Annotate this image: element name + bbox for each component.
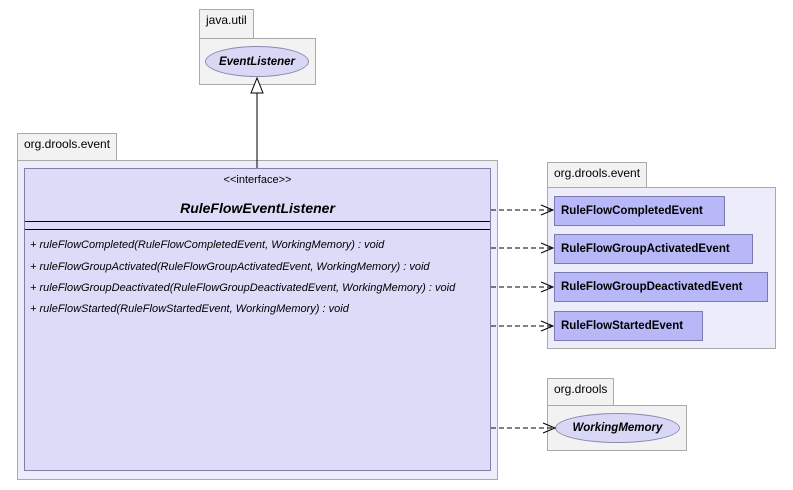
class-rule-flow-completed-event[interactable]: RuleFlowCompletedEvent xyxy=(554,196,725,226)
class-name: RuleFlowGroupActivatedEvent xyxy=(561,243,730,255)
package-tab-org-drools-event-deps[interactable]: org.drools.event xyxy=(547,162,648,189)
generalization-arrowhead xyxy=(250,76,264,94)
package-tab-java-util[interactable]: java.util xyxy=(199,9,254,39)
package-tab-org-drools[interactable]: org.drools xyxy=(547,378,615,406)
class-name: RuleFlowGroupDeactivatedEvent xyxy=(561,281,743,293)
dependency-working-memory xyxy=(491,422,557,434)
package-tab-org-drools-event[interactable]: org.drools.event xyxy=(17,133,118,161)
interface-event-listener[interactable]: EventListener xyxy=(205,46,309,77)
dependency-group-activated xyxy=(491,242,555,254)
package-name: org.drools.event xyxy=(554,166,641,180)
interface-name: WorkingMemory xyxy=(572,422,663,434)
class-name: RuleFlowEventListener xyxy=(180,200,335,216)
class-rule-flow-started-event[interactable]: RuleFlowStartedEvent xyxy=(554,311,703,341)
interface-working-memory[interactable]: WorkingMemory xyxy=(555,413,680,443)
dependency-group-deactivated xyxy=(491,281,555,293)
compartment-divider xyxy=(25,221,490,222)
class-rule-flow-group-deactivated-event[interactable]: RuleFlowGroupDeactivatedEvent xyxy=(554,272,768,302)
method-rule-flow-group-activated: + ruleFlowGroupActivated(RuleFlowGroupAc… xyxy=(30,261,430,273)
package-name: java.util xyxy=(206,13,247,27)
package-name: org.drools.event xyxy=(24,137,111,151)
interface-name: EventListener xyxy=(218,55,296,68)
package-name: org.drools xyxy=(554,382,608,396)
interface-rule-flow-event-listener[interactable]: <<interface>> RuleFlowEventListener + ru… xyxy=(24,168,491,471)
dependency-completed xyxy=(491,204,555,216)
method-rule-flow-completed: + ruleFlowCompleted(RuleFlowCompletedEve… xyxy=(30,239,385,251)
method-rule-flow-started: + ruleFlowStarted(RuleFlowStartedEvent, … xyxy=(30,303,349,315)
compartment-divider xyxy=(25,229,490,230)
class-name: RuleFlowStartedEvent xyxy=(561,320,684,332)
class-name: RuleFlowCompletedEvent xyxy=(561,205,703,217)
method-rule-flow-group-deactivated: + ruleFlowGroupDeactivated(RuleFlowGroup… xyxy=(30,282,456,294)
class-rule-flow-group-activated-event[interactable]: RuleFlowGroupActivatedEvent xyxy=(554,234,753,264)
dependency-started xyxy=(491,320,555,332)
stereotype-label: <<interface>> xyxy=(223,174,292,186)
